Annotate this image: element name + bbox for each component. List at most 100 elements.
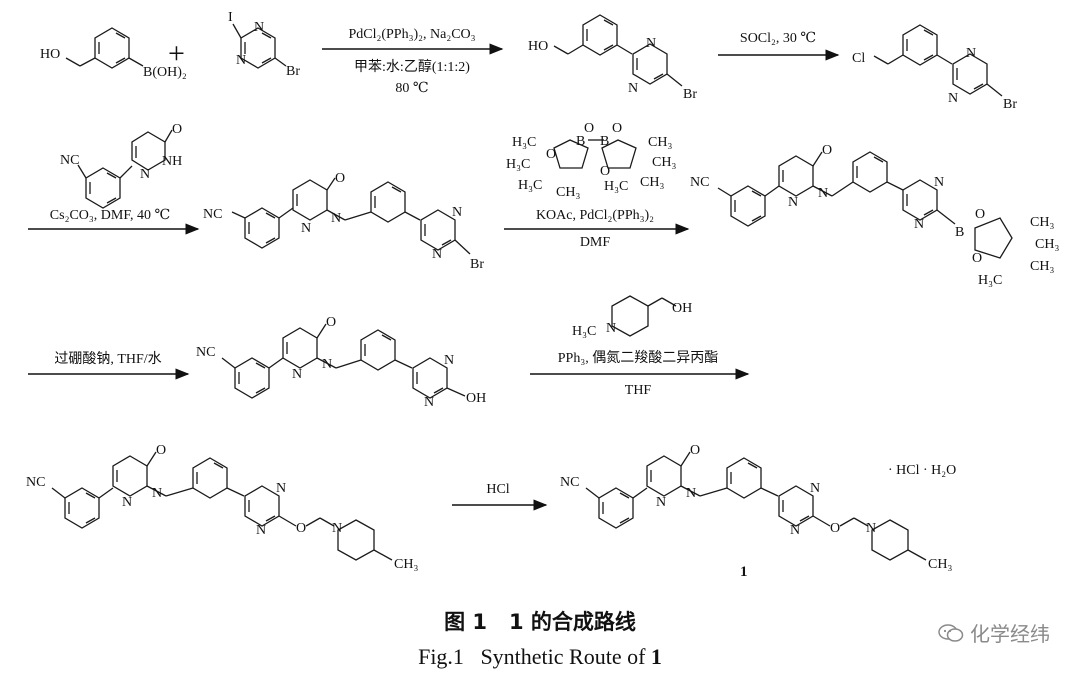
atom-N: N	[914, 217, 924, 232]
structure-hydroxypyrimidinyl-intermediate: NC O N N N N OH	[196, 315, 486, 410]
compound-number: 1	[740, 564, 748, 580]
atom-N: N	[322, 357, 332, 372]
atom-CH3: CH₃	[394, 557, 418, 572]
atom-O: O	[972, 251, 982, 266]
figure-caption-chinese: 图 1 1 的合成路线	[0, 606, 1080, 636]
atom-N: N	[236, 53, 246, 68]
atom-N: N	[444, 353, 454, 368]
atom-OH: OH	[672, 301, 692, 316]
atom-H3C: H₃C	[506, 157, 530, 172]
step6-condition-below: THF	[625, 383, 652, 398]
step5-condition-below: 过硼酸钠, THF/水	[54, 351, 161, 367]
structure-bromoiodopyrimidine: I N N Br	[228, 10, 300, 79]
atom-N: N	[790, 523, 800, 538]
atom-H3C: H₃C	[604, 179, 628, 194]
step6-condition-above: PPh₃, 偶氮二羧酸二异丙酯	[558, 350, 718, 366]
caption-zh-text: 的合成路线	[530, 610, 636, 634]
atom-CH3: CH₃	[1030, 259, 1054, 274]
atom-O: O	[172, 122, 182, 137]
plus-sign: +	[168, 37, 185, 70]
atom-OH: OH	[466, 391, 486, 406]
caption-zh-prefix: 图 1	[444, 610, 488, 634]
atom-N: N	[866, 521, 876, 536]
atom-Br: Br	[683, 87, 697, 102]
atom-B: B	[600, 134, 609, 149]
atom-O: O	[690, 443, 700, 458]
atom-NC: NC	[26, 475, 45, 490]
structure-bis-pinacolato-diboron: B B O O O O H₃C H₃C H₃C CH₃ H₃C CH₃ CH₃ …	[506, 121, 676, 200]
atom-N: N	[810, 481, 820, 496]
atom-O: O	[156, 443, 166, 458]
atom-N: N	[934, 175, 944, 190]
caption-en-text: Synthetic Route of	[480, 644, 646, 669]
atom-CH3: CH₃	[1035, 237, 1059, 252]
atom-O: O	[612, 121, 622, 136]
atom-NH: NH	[162, 154, 182, 169]
atom-N: N	[432, 247, 442, 262]
atom-H3C: H₃C	[518, 178, 542, 193]
structure-cyanophenyl-pyridazinone: NC O NH N	[60, 122, 182, 209]
atom-NC: NC	[203, 207, 222, 222]
atom-H3C: H₃C	[978, 273, 1002, 288]
atom-N: N	[122, 495, 132, 510]
structure-hydroxymethylphenyl-bromopyrimidine: HO N N Br	[528, 14, 697, 102]
atom-N: N	[606, 321, 616, 336]
atom-H3C: H₃C	[572, 324, 596, 339]
atom-O: O	[584, 121, 594, 136]
atom-CH3: CH₃	[652, 155, 676, 170]
atom-HO: HO	[40, 47, 60, 62]
atom-Br: Br	[1003, 97, 1017, 112]
atom-H3C: H₃C	[512, 135, 536, 150]
atom-O: O	[326, 315, 336, 330]
atom-NC: NC	[690, 175, 709, 190]
atom-N: N	[140, 167, 150, 182]
caption-en-number: 1	[650, 644, 662, 669]
atom-HO: HO	[528, 39, 548, 54]
atom-O: O	[296, 521, 306, 536]
watermark-text: 化学经纬	[970, 622, 1050, 646]
atom-N: N	[331, 211, 341, 226]
atom-O: O	[975, 207, 985, 222]
atom-O: O	[822, 143, 832, 158]
atom-O: O	[600, 164, 610, 179]
structure-bromopyrimidinyl-benzyl-pyridazinone: NC O N N N N Br	[203, 171, 484, 272]
atom-Br: Br	[286, 64, 300, 79]
figure-caption-english: Fig.1 Synthetic Route of 1	[0, 644, 1080, 670]
atom-CH3: CH₃	[928, 557, 952, 572]
atom-N: N	[646, 36, 656, 51]
atom-O: O	[830, 521, 840, 536]
step7-condition-above: HCl	[486, 482, 509, 497]
atom-N: N	[788, 195, 798, 210]
atom-N: N	[301, 221, 311, 236]
structure-hydroxymethylphenylboronic-acid: HO B(OH)₂	[40, 27, 187, 80]
atom-N: N	[628, 81, 638, 96]
step1-condition-below: 甲苯:水:乙醇(1:1:2)	[354, 58, 470, 75]
structure-methylpiperidinylmethanol: H₃C N OH	[572, 295, 692, 339]
atom-NC: NC	[560, 475, 579, 490]
atom-Br: Br	[470, 257, 484, 272]
atom-B-OH2: B(OH)₂	[143, 65, 187, 80]
atom-O: O	[335, 171, 345, 186]
atom-Cl: Cl	[852, 51, 865, 66]
atom-CH3: CH₃	[556, 185, 580, 200]
watermark: 化学经纬	[938, 618, 1050, 647]
atom-N: N	[966, 46, 976, 61]
atom-B: B	[576, 134, 585, 149]
atom-N: N	[276, 481, 286, 496]
step1-condition-above: PdCl₂(PPh₃)₂, Na₂CO₃	[348, 27, 475, 42]
atom-N: N	[452, 205, 462, 220]
step4-condition-below: KOAc, PdCl₂(PPh₃)₂	[536, 208, 654, 223]
atom-N: N	[152, 486, 162, 501]
structure-chloromethylphenyl-bromopyrimidine: Cl N N Br	[852, 24, 1017, 112]
atom-N: N	[948, 91, 958, 106]
synthesis-scheme: HO B(OH)₂ + I N N Br PdCl₂(PPh₃)₂, Na₂CO…	[26, 10, 1059, 580]
atom-CH3: CH₃	[1030, 215, 1054, 230]
structure-compound-1: NC O N N N N O N CH₃ · HCl · H₂O 1	[560, 443, 956, 580]
caption-zh-number: 1	[508, 610, 524, 634]
atom-NC: NC	[196, 345, 215, 360]
atom-B: B	[955, 225, 964, 240]
atom-N: N	[686, 486, 696, 501]
atom-CH3: CH₃	[640, 175, 664, 190]
wechat-icon	[938, 623, 964, 642]
atom-I: I	[228, 10, 233, 25]
